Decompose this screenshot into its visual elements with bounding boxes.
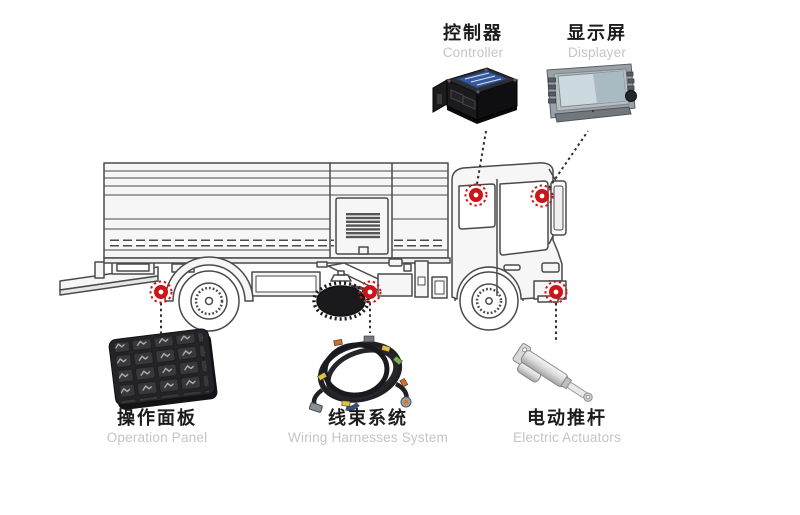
label-electric-actuators: 电动推杆 Electric Actuators [497, 408, 637, 446]
component-markers [149, 183, 568, 304]
label-wiring-harnesses-cn: 线束系统 [328, 408, 408, 428]
label-controller-cn: 控制器 [443, 23, 503, 43]
label-controller: 控制器 Controller [403, 23, 543, 61]
label-operation-panel-en: Operation Panel [106, 430, 208, 445]
truck-cab [451, 162, 567, 303]
label-operation-panel-cn: 操作面板 [117, 408, 197, 428]
truck-illustration [59, 162, 567, 332]
display-knob [625, 90, 637, 102]
vent-grille-icon [346, 213, 380, 239]
operation-panel-product-image [108, 328, 218, 410]
label-wiring-harnesses: 线束系统 Wiring Harnesses System [278, 408, 458, 446]
marker-displayer [530, 184, 554, 208]
label-displayer-cn: 显示屏 [567, 23, 627, 43]
wiring-harness-product-image [308, 335, 412, 413]
connector-line [548, 130, 589, 189]
connector-lines [160, 130, 589, 343]
side-mirror [548, 168, 567, 245]
marker-electric-actuators [544, 280, 568, 304]
label-wiring-harnesses-en: Wiring Harnesses System [288, 430, 448, 445]
marker-wiring-harnesses [358, 280, 382, 304]
displayer-product-image [546, 63, 637, 123]
label-electric-actuators-cn: 电动推杆 [527, 408, 607, 428]
truck-rear-bumper [59, 260, 159, 296]
controller-product-image [432, 67, 519, 124]
marker-operation-panel [149, 280, 173, 304]
label-controller-en: Controller [442, 45, 504, 60]
marker-controller [464, 183, 488, 207]
label-operation-panel: 操作面板 Operation Panel [87, 408, 227, 446]
electric-actuator-product-image [512, 343, 593, 402]
truck-underbody [251, 258, 448, 299]
rear-wheel [164, 256, 254, 332]
label-displayer: 显示屏 Displayer [527, 23, 667, 61]
label-displayer-en: Displayer [567, 45, 627, 60]
label-electric-actuators-en: Electric Actuators [513, 430, 621, 445]
